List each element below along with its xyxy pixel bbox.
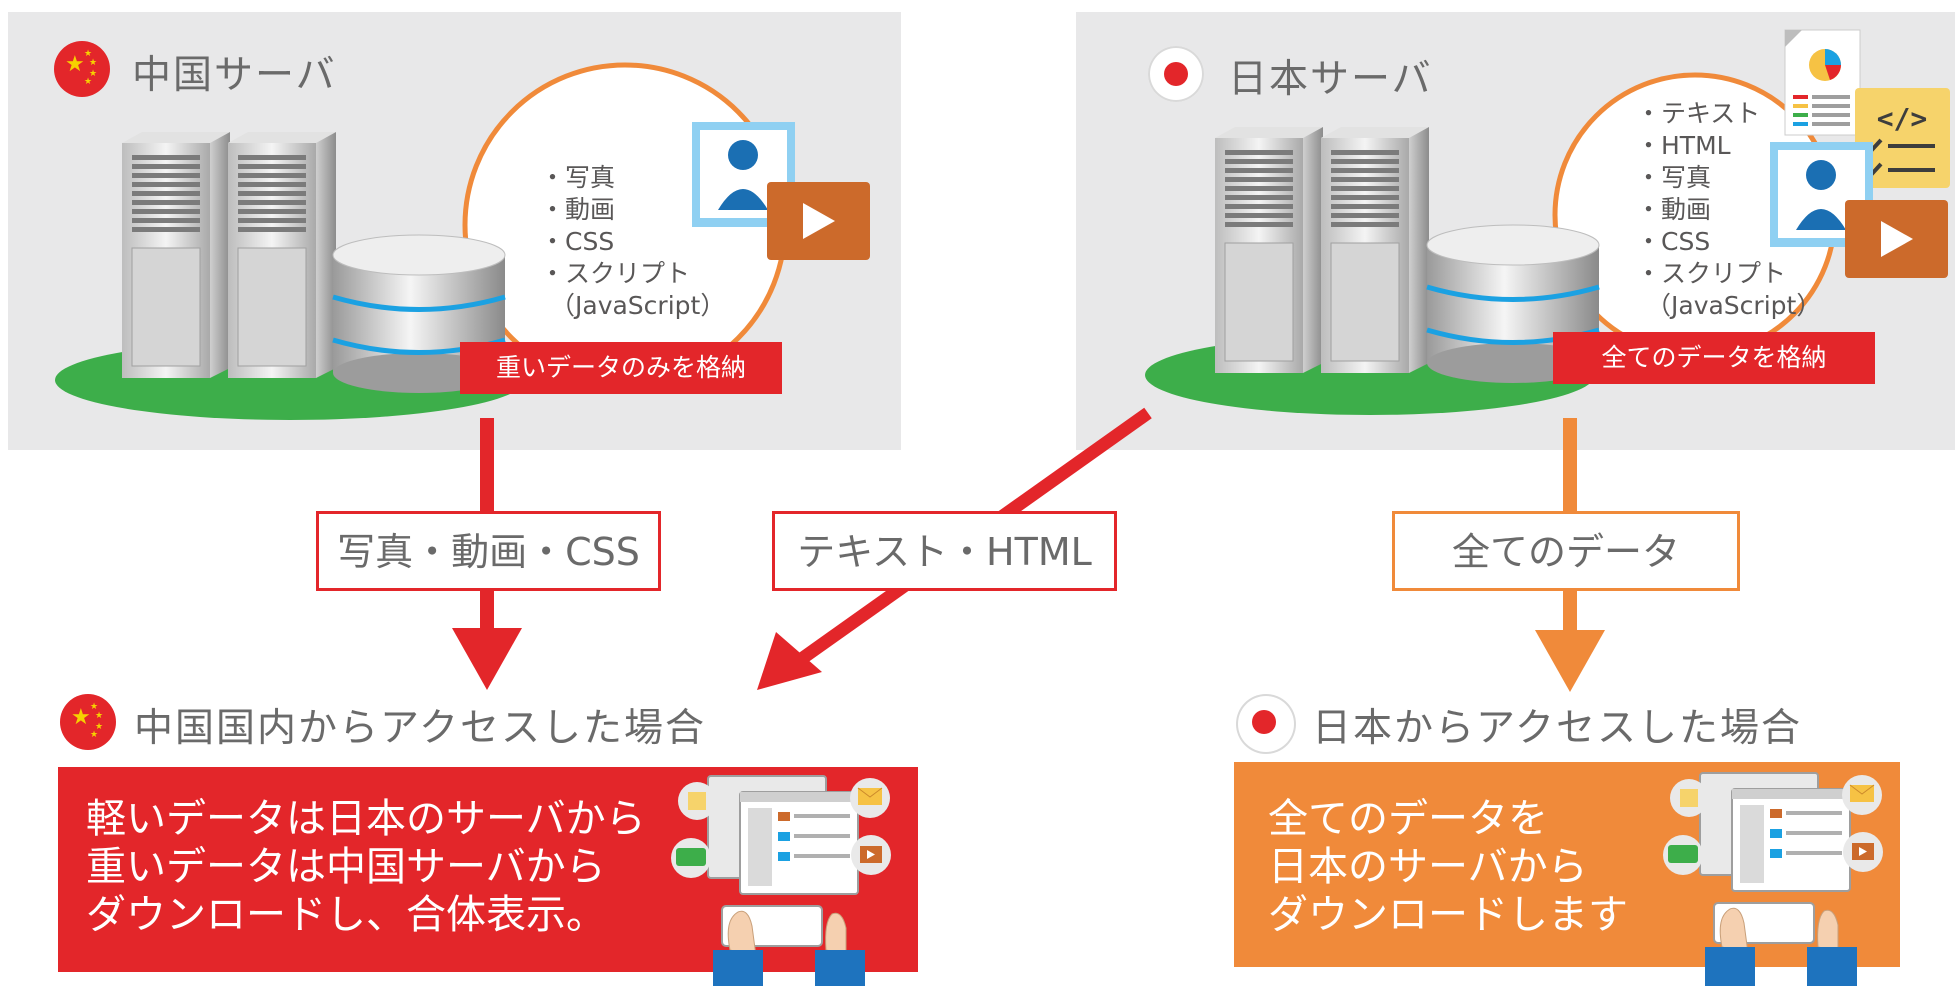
japan-data-list: ・テキスト ・HTML ・写真 ・動画 ・CSS ・スクリプト （JavaScr…: [1636, 98, 1821, 322]
checklist-icon: [678, 782, 716, 820]
code-icon: </>: [1855, 88, 1950, 188]
china-flow-label: 写真・動画・CSS: [316, 511, 661, 591]
japan-to-china-flow-label: テキスト・HTML: [772, 511, 1117, 591]
description-line: 重いデータは中国サーバから: [86, 844, 606, 890]
description-line: 軽いデータは日本のサーバから: [86, 796, 646, 842]
japan-server-title: 日本サーバ: [1228, 57, 1433, 102]
list-item: ・動画: [540, 195, 616, 224]
server-rack-icon: [122, 132, 230, 378]
china-access-description: 軽いデータは日本のサーバから 重いデータは中国サーバから ダウンロードし、合体表…: [86, 795, 646, 939]
list-item: ・CSS: [540, 227, 615, 256]
description-line: ダウンロードし、合体表示。: [86, 892, 606, 938]
china-access-title: 中国国内からアクセスした場合: [134, 706, 707, 751]
description-line: ダウンロードします: [1268, 892, 1628, 938]
video-play-icon: [1843, 832, 1883, 872]
server-rack-icon: [228, 132, 336, 378]
chat-icon: [1663, 835, 1703, 875]
list-item: ・CSS: [1636, 227, 1711, 256]
checklist-icon: [1670, 779, 1708, 817]
list-item: ・テキスト: [1636, 99, 1761, 128]
chat-icon: [671, 838, 711, 878]
keyboard-hands-icon: [713, 905, 865, 986]
list-item: （JavaScript）: [550, 291, 726, 320]
description-line: 日本のサーバから: [1268, 844, 1588, 890]
list-item: （JavaScript）: [1646, 291, 1822, 320]
japan-flow-label: 全てのデータ: [1392, 511, 1740, 591]
mail-icon: [1842, 775, 1882, 815]
video-play-icon: [767, 182, 870, 260]
japan-access-title: 日本からアクセスした場合: [1312, 706, 1803, 751]
japan-server-illustration: </>: [1145, 29, 1950, 415]
document-chart-icon: [1784, 29, 1861, 136]
browser-window-icon: [707, 775, 859, 895]
japan-access-description: 全てのデータを 日本のサーバから ダウンロードします: [1268, 795, 1628, 939]
mail-icon: [850, 778, 890, 818]
list-item: ・動画: [1636, 195, 1712, 224]
svg-text:</>: </>: [1877, 102, 1928, 135]
china-storage-tag: 重いデータのみを格納: [460, 342, 782, 394]
list-item: ・スクリプト: [1636, 259, 1787, 288]
china-flag-icon: ★ ★ ★ ★ ★: [54, 41, 110, 97]
list-item: ・スクリプト: [540, 259, 691, 288]
china-data-list: ・写真 ・動画 ・CSS ・スクリプト （JavaScript）: [540, 162, 725, 322]
china-flag-icon: ★ ★ ★ ★ ★: [60, 694, 116, 750]
list-item: ・写真: [540, 163, 616, 192]
list-item: ・写真: [1636, 163, 1712, 192]
server-rack-icon: [1215, 127, 1323, 373]
browser-window-icon: [1699, 772, 1851, 892]
japan-flag-icon: [1148, 46, 1204, 102]
video-play-icon: [1845, 200, 1948, 278]
japan-flag-icon: [1236, 694, 1296, 754]
china-server-title: 中国サーバ: [132, 53, 337, 98]
video-play-icon: [851, 835, 891, 875]
japan-storage-tag: 全てのデータを格納: [1553, 332, 1875, 384]
server-rack-icon: [1321, 127, 1429, 373]
description-line: 全てのデータを: [1268, 796, 1548, 842]
keyboard-hands-icon: [1705, 902, 1857, 986]
list-item: ・HTML: [1636, 131, 1731, 160]
